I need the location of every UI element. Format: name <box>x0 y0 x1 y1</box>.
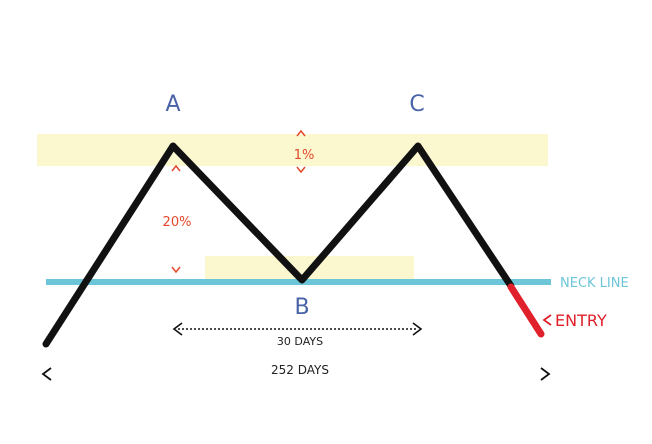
outer-period-right-arrow <box>540 367 551 381</box>
top-tolerance-band <box>37 134 548 166</box>
point-b-label: B <box>294 295 309 320</box>
height-pct-label: 20% <box>163 215 192 230</box>
entry-arrow <box>542 314 552 326</box>
entry-label: ENTRY <box>555 311 607 330</box>
height-up-arrow <box>171 164 181 172</box>
top-tolerance-label: 1% <box>294 148 315 163</box>
neck-line-label: NECK LINE <box>560 276 629 291</box>
entry-segment <box>507 283 545 338</box>
inner-period-right-arrow <box>412 322 423 336</box>
outer-period-label: 252 DAYS <box>271 363 329 377</box>
point-c-label: C <box>409 92 424 117</box>
tolerance-down-arrow <box>296 166 306 174</box>
inner-period-left-arrow <box>172 322 183 336</box>
point-a-label: A <box>165 92 180 117</box>
tolerance-up-arrow <box>296 129 306 137</box>
inner-period-label: 30 DAYS <box>277 335 323 348</box>
price-path <box>42 142 515 348</box>
height-down-arrow <box>171 266 181 274</box>
outer-period-left-arrow <box>41 367 52 381</box>
